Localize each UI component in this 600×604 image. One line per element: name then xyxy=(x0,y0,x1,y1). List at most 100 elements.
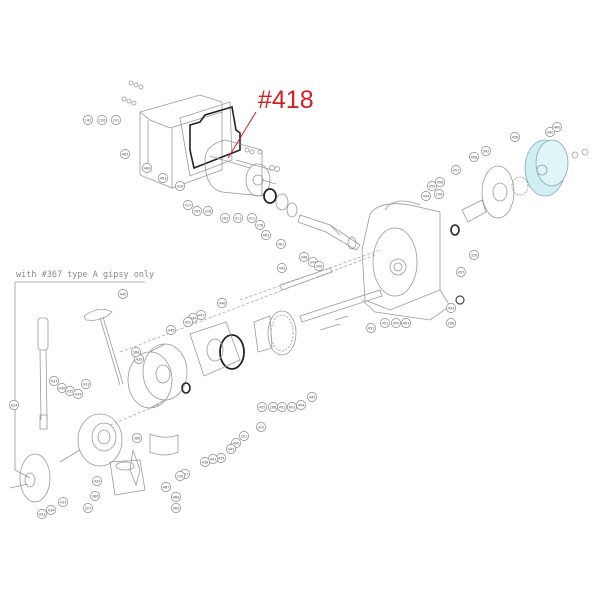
part-callout-449: 449 xyxy=(307,392,317,402)
svg-text:265: 265 xyxy=(194,210,201,214)
part-callout-440: 440 xyxy=(118,289,128,299)
svg-text:386: 386 xyxy=(134,437,142,441)
svg-text:458: 458 xyxy=(512,136,520,140)
svg-text:351: 351 xyxy=(241,435,248,439)
part-callout-386: 386 xyxy=(132,433,142,443)
svg-text:262: 262 xyxy=(222,217,229,221)
svg-text:434: 434 xyxy=(48,509,56,513)
part-callout-230: 230 xyxy=(175,471,185,481)
part-callout-262: 262 xyxy=(220,213,230,223)
part-callout-468: 468 xyxy=(171,492,181,502)
part-callout-457: 457 xyxy=(456,267,466,277)
svg-text:388: 388 xyxy=(133,351,141,355)
part-callout-451: 451 xyxy=(366,323,376,333)
part-callout-438: 438 xyxy=(200,457,210,467)
svg-text:468: 468 xyxy=(173,496,181,500)
gipsy-note: with #367 type A gipsy only xyxy=(16,270,155,280)
part-callout-418: 418 xyxy=(175,181,185,191)
part-callout-460: 460 xyxy=(552,122,562,132)
svg-text:457: 457 xyxy=(453,169,460,173)
svg-text:824: 824 xyxy=(11,404,19,408)
part-callout-824: 824 xyxy=(9,400,19,410)
svg-text:433: 433 xyxy=(83,383,90,387)
svg-text:447: 447 xyxy=(198,314,205,318)
part-callout-404: 404 xyxy=(296,400,306,410)
part-callout-458: 458 xyxy=(510,132,520,142)
part-callout-437: 437 xyxy=(49,376,59,386)
svg-text:386: 386 xyxy=(92,495,100,499)
part-callout-342: 342 xyxy=(481,146,491,156)
svg-text:340: 340 xyxy=(547,131,555,135)
part-callout-445: 445 xyxy=(166,325,176,335)
svg-text:463: 463 xyxy=(160,177,167,181)
part-callout-461: 461 xyxy=(276,239,286,249)
part-callout-434: 434 xyxy=(73,389,83,399)
svg-text:268: 268 xyxy=(448,322,456,326)
svg-text:404: 404 xyxy=(298,404,306,408)
svg-text:440: 440 xyxy=(120,293,128,297)
svg-text:334: 334 xyxy=(190,317,198,321)
svg-text:445: 445 xyxy=(168,329,175,333)
part-callout-268: 268 xyxy=(268,402,278,412)
part-callout-469: 469 xyxy=(171,503,181,513)
svg-text:268: 268 xyxy=(270,406,278,410)
svg-text:435: 435 xyxy=(218,457,225,461)
svg-text:242: 242 xyxy=(85,119,92,123)
cover-465 xyxy=(139,94,223,189)
svg-text:452: 452 xyxy=(185,321,192,325)
part-callout-464: 464 xyxy=(142,163,152,173)
svg-text:452: 452 xyxy=(382,322,389,326)
svg-text:454: 454 xyxy=(448,307,456,311)
part-callout-388: 388 xyxy=(131,347,141,357)
svg-text:441: 441 xyxy=(210,458,217,462)
part-callout-402: 402 xyxy=(277,402,287,412)
part-callout-456: 456 xyxy=(435,177,445,187)
svg-text:406: 406 xyxy=(233,442,241,446)
svg-text:320: 320 xyxy=(258,426,266,430)
part-callout-348: 348 xyxy=(299,252,309,262)
svg-text:464: 464 xyxy=(144,167,152,171)
svg-text:433: 433 xyxy=(60,501,67,505)
part-callout-452: 452 xyxy=(380,318,390,328)
svg-text:226: 226 xyxy=(205,210,213,214)
drum-435 xyxy=(127,343,188,409)
part-callout-442: 442 xyxy=(226,444,236,454)
part-callout-433: 433 xyxy=(58,497,68,507)
part-callout-340: 340 xyxy=(545,127,555,137)
svg-text:462: 462 xyxy=(263,234,270,238)
part-callout-351: 351 xyxy=(239,431,249,441)
svg-text:444: 444 xyxy=(423,195,431,199)
gasket-464 xyxy=(179,101,233,177)
svg-text:403: 403 xyxy=(289,406,296,410)
svg-text:453: 453 xyxy=(403,322,410,326)
part-callout-386: 386 xyxy=(90,491,100,501)
gear-446 xyxy=(253,310,297,356)
part-callout-457: 457 xyxy=(451,165,461,175)
part-callout-434: 434 xyxy=(46,505,56,515)
svg-text:457: 457 xyxy=(458,271,465,275)
svg-text:455: 455 xyxy=(429,185,436,189)
svg-text:433: 433 xyxy=(39,513,46,517)
svg-text:450: 450 xyxy=(393,322,401,326)
svg-text:458: 458 xyxy=(471,156,479,160)
gasket-463 xyxy=(189,105,241,170)
part-callout-268: 268 xyxy=(446,318,456,328)
svg-text:411: 411 xyxy=(249,217,256,221)
svg-text:438: 438 xyxy=(202,461,210,465)
part-callout-433: 433 xyxy=(37,509,47,519)
part-callout-444: 444 xyxy=(421,191,431,201)
part-callout-417: 417 xyxy=(183,200,193,210)
svg-text:348: 348 xyxy=(301,256,309,260)
part-callout-320: 320 xyxy=(256,422,266,432)
part-callout-455: 455 xyxy=(427,181,437,191)
part-callout-439: 439 xyxy=(92,476,102,486)
part-callout-411: 411 xyxy=(233,213,243,223)
svg-text:296: 296 xyxy=(436,193,444,197)
part-callout-450: 450 xyxy=(391,318,401,328)
part-callout-447: 447 xyxy=(196,310,206,320)
svg-text:226: 226 xyxy=(99,119,107,123)
part-callout-452: 452 xyxy=(183,317,193,327)
svg-text:327: 327 xyxy=(85,507,92,511)
